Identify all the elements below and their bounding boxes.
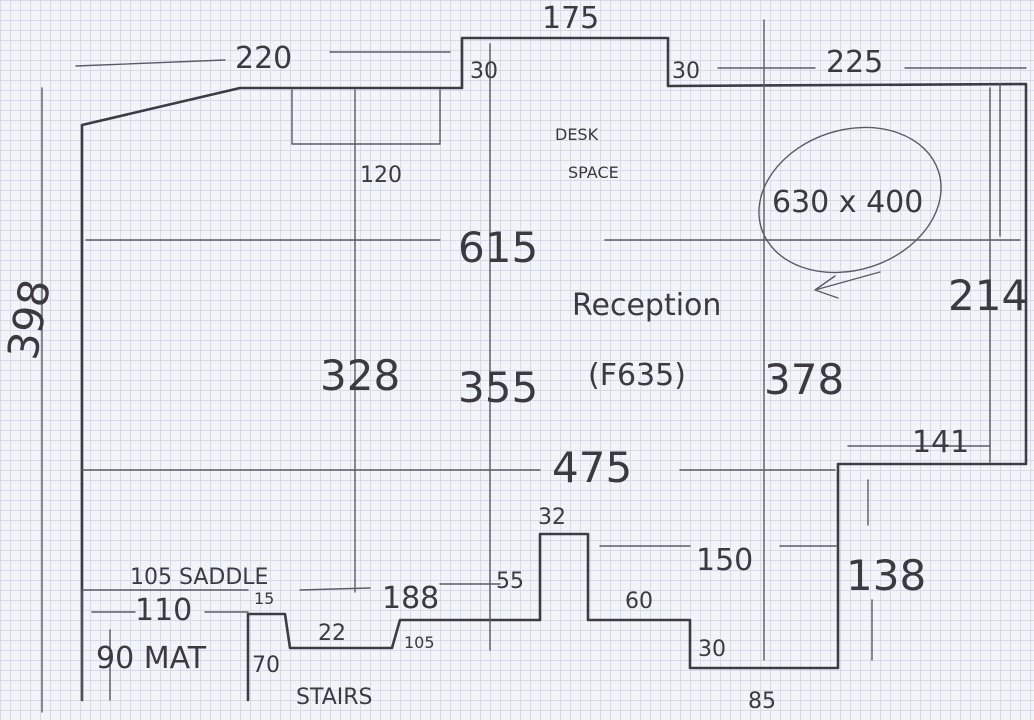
label-398: 398 [0,276,60,363]
label-15: 15 [254,589,274,608]
label-220: 220 [235,41,292,76]
label-saddle: 105 SADDLE [130,565,268,590]
label-150: 150 [696,543,753,578]
room-outline [80,36,1028,702]
label-space: SPACE [568,163,619,182]
label-138: 138 [846,551,926,600]
label-214: 214 [948,271,1028,320]
label-355: 355 [458,363,538,412]
label-141: 141 [912,425,969,460]
label-225: 225 [826,45,883,80]
label-85: 85 [748,689,776,714]
label-615: 615 [458,223,538,272]
label-30-right: 30 [672,59,700,84]
label-room-name: Reception [572,288,721,323]
label-22: 22 [318,621,346,646]
label-30-bottom: 30 [698,637,726,662]
recess-outline [291,89,441,145]
dim-line-220 [75,51,451,67]
label-rug-size: 630 x 400 [772,185,923,220]
rug-arrow [814,271,881,299]
label-105: 105 [404,633,435,652]
label-55: 55 [496,569,524,594]
label-32: 32 [538,505,566,530]
label-30-left: 30 [470,59,498,84]
label-328: 328 [320,351,400,400]
label-60: 60 [625,589,653,614]
label-70: 70 [252,653,280,678]
dim-line-188 [299,583,501,591]
dim-line-138 [867,479,873,661]
label-378: 378 [764,355,844,404]
rug-ellipse [758,126,942,274]
label-475: 475 [552,443,632,492]
label-stairs: STAIRS [296,685,372,710]
label-mat: 90 MAT [96,641,207,676]
label-room-code: (F635) [588,358,686,393]
label-188: 188 [382,581,439,616]
label-desk: DESK [555,125,599,144]
label-110: 110 [135,593,192,628]
label-175: 175 [542,1,599,36]
label-120: 120 [360,163,402,188]
mat-box [81,591,111,701]
